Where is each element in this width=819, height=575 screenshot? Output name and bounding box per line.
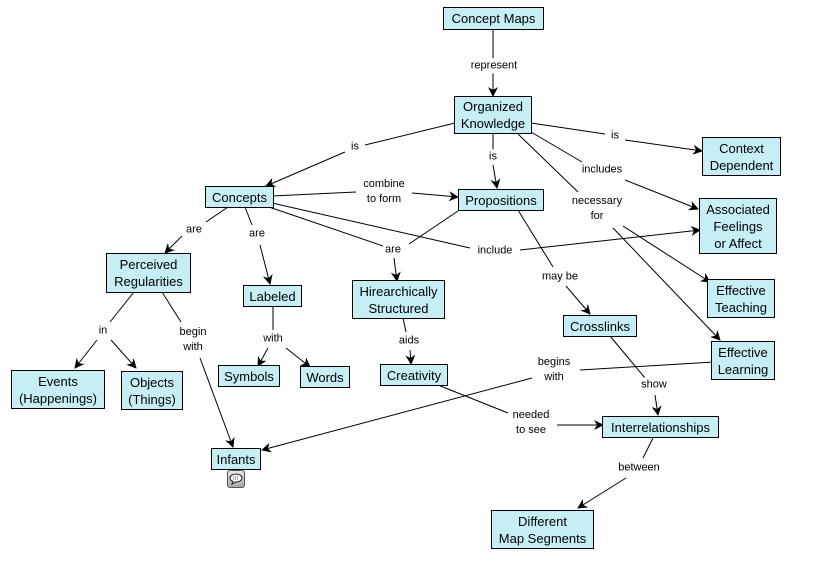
link-line xyxy=(612,227,721,341)
link-label-are: are xyxy=(184,222,204,238)
link-line xyxy=(259,244,273,285)
link-line xyxy=(261,377,533,453)
node-infants[interactable]: Infants xyxy=(211,448,261,470)
link-line xyxy=(579,361,715,371)
link-label-aids: aids xyxy=(396,333,422,349)
comment-bubble-icon[interactable] xyxy=(227,470,245,488)
link-line xyxy=(517,209,554,268)
link-label-represent: represent xyxy=(468,58,520,74)
node-words[interactable]: Words xyxy=(300,366,350,388)
link-line xyxy=(205,206,229,223)
node-context-dependent[interactable]: Context Dependent xyxy=(702,137,781,176)
link-label-are: are xyxy=(383,242,403,258)
node-crosslinks[interactable]: Crosslinks xyxy=(563,315,637,337)
link-line xyxy=(164,235,183,254)
link-line xyxy=(530,122,606,135)
link-label-are: are xyxy=(247,226,267,242)
link-line xyxy=(530,131,583,163)
node-events[interactable]: Events (Happenings) xyxy=(11,370,105,409)
link-line xyxy=(285,347,311,368)
node-hierarchically-structured[interactable]: Hirearchically Structured xyxy=(352,280,445,319)
node-perceived-regularities[interactable]: Perceived Regularities xyxy=(106,253,191,293)
speech-bubble-glyph xyxy=(229,473,243,485)
link-line xyxy=(271,191,357,197)
link-label-necessary-for: necessary for xyxy=(569,194,625,224)
link-label-begin-with: begin with xyxy=(177,325,209,355)
link-label-show: show xyxy=(639,377,669,393)
link-label-begins-with: begins with xyxy=(535,355,573,385)
link-line xyxy=(405,349,416,365)
node-labeled[interactable]: Labeled xyxy=(243,285,302,307)
link-label-includes: includes xyxy=(579,162,625,178)
link-line xyxy=(408,210,459,245)
link-line xyxy=(271,202,471,249)
node-associated-feelings[interactable]: Associated Feelings or Affect xyxy=(699,198,777,254)
node-effective-learning[interactable]: Effective Learning xyxy=(711,341,775,380)
link-line xyxy=(490,164,501,189)
node-effective-teaching[interactable]: Effective Teaching xyxy=(707,279,775,318)
link-line xyxy=(609,335,646,379)
node-different-map-segments[interactable]: Different Map Segments xyxy=(491,510,594,549)
link-line xyxy=(74,339,98,369)
link-line xyxy=(624,179,699,211)
link-line xyxy=(577,477,627,509)
link-line xyxy=(517,133,579,193)
link-line xyxy=(519,226,701,251)
link-line xyxy=(268,206,384,247)
link-line xyxy=(437,384,509,414)
link-line xyxy=(257,347,269,367)
link-line xyxy=(622,225,711,283)
link-label-is: is xyxy=(349,139,361,155)
link-label-needed-to-see: needed to see xyxy=(510,408,552,438)
link-label-is: is xyxy=(609,128,621,144)
link-label-may-be: may be xyxy=(539,269,581,285)
node-interrelationships[interactable]: Interrelationships xyxy=(602,416,719,438)
link-line xyxy=(402,317,407,333)
link-line xyxy=(411,191,459,202)
node-organized-knowledge[interactable]: Organized Knowledge xyxy=(454,96,532,134)
node-symbols[interactable]: Symbols xyxy=(218,365,280,387)
link-line xyxy=(624,139,703,155)
link-line xyxy=(265,151,346,188)
link-line xyxy=(199,357,235,448)
link-line xyxy=(565,285,591,315)
link-label-between: between xyxy=(616,460,662,476)
link-label-is: is xyxy=(487,149,499,165)
node-objects[interactable]: Objects (Things) xyxy=(121,371,183,410)
node-concept-maps[interactable]: Concept Maps xyxy=(443,7,544,30)
link-line xyxy=(110,339,137,369)
node-propositions[interactable]: Propositions xyxy=(458,189,544,211)
node-creativity[interactable]: Creativity xyxy=(380,364,448,386)
link-label-include: include xyxy=(475,243,515,259)
node-concepts[interactable]: Concepts xyxy=(205,186,274,208)
link-line xyxy=(364,122,456,146)
link-line xyxy=(244,206,253,226)
link-label-with: with xyxy=(261,331,285,347)
link-label-in: in xyxy=(96,323,110,339)
link-line xyxy=(109,291,135,323)
link-label-combine-to-form: combine to form xyxy=(361,177,407,207)
link-line xyxy=(642,437,654,459)
link-line xyxy=(651,394,662,416)
link-line xyxy=(161,291,182,323)
link-line xyxy=(390,257,401,282)
